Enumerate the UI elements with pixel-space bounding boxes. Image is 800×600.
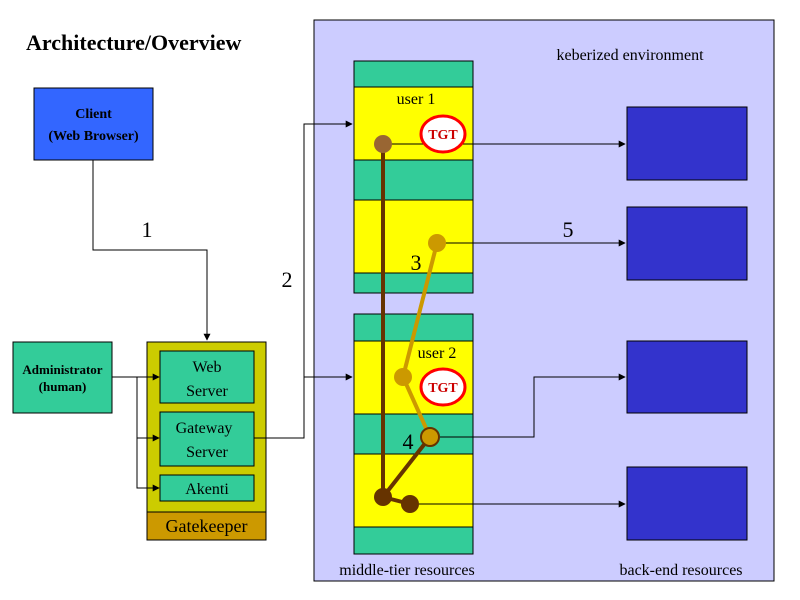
administrator-label: Administrator bbox=[22, 362, 102, 377]
arrow-client-to-gatekeeper bbox=[92, 160, 211, 341]
environment-label: keberized environment bbox=[556, 47, 704, 64]
client-sublabel: (Web Browser) bbox=[48, 129, 139, 144]
backend-resource-2 bbox=[626, 206, 748, 281]
user1-top-band bbox=[353, 60, 474, 88]
user1-label: user 1 bbox=[397, 91, 436, 108]
arrow-user2-to-backend-3 bbox=[430, 373, 626, 438]
gateway-server-sublabel: Server bbox=[186, 444, 228, 461]
gatekeeper-label: Gatekeeper bbox=[166, 516, 248, 536]
process-node-user1 bbox=[374, 135, 392, 153]
tgt-badge-user1 bbox=[419, 114, 467, 154]
step-label-2: 2 bbox=[282, 267, 293, 292]
process-node-3 bbox=[428, 234, 446, 252]
client-label: Client bbox=[75, 107, 112, 122]
process-node-user2 bbox=[394, 368, 412, 386]
back-end-label: back-end resources bbox=[619, 562, 742, 579]
client-box bbox=[33, 87, 154, 161]
web-server-sublabel: Server bbox=[186, 383, 228, 400]
administrator-sublabel: (human) bbox=[39, 379, 87, 394]
backend-resource-3 bbox=[626, 340, 748, 414]
delegation-line-3b bbox=[401, 376, 432, 438]
tgt-badge-user2 bbox=[419, 367, 467, 407]
akenti-box bbox=[159, 474, 255, 502]
backend-resource-4 bbox=[626, 466, 748, 541]
arrow-admin-to-akenti bbox=[136, 438, 160, 492]
page-title: Architecture/Overview bbox=[26, 30, 242, 55]
process-node-bottom-left bbox=[374, 488, 392, 506]
gateway-server-box bbox=[159, 411, 255, 467]
middle-tier-label: middle-tier resources bbox=[339, 562, 475, 579]
arrow-gateway-to-user1 bbox=[254, 120, 353, 439]
step-label-3: 3 bbox=[411, 250, 422, 275]
web-server-box bbox=[159, 350, 255, 404]
step-label-5: 5 bbox=[563, 217, 574, 242]
backend-resource-1 bbox=[626, 106, 748, 181]
user2-bottom-band bbox=[353, 526, 474, 555]
akenti-label: Akenti bbox=[185, 481, 229, 498]
process-node-bottom-right bbox=[401, 495, 419, 513]
step-label-1: 1 bbox=[142, 217, 153, 242]
delegation-line-4 bbox=[381, 435, 432, 499]
gatekeeper-label-bar bbox=[146, 511, 267, 541]
user1-mid-band bbox=[353, 159, 474, 201]
process-node-4 bbox=[420, 427, 440, 447]
web-server-label: Web bbox=[193, 359, 222, 376]
step-label-4: 4 bbox=[403, 429, 414, 454]
user1-bottom-band bbox=[353, 272, 474, 294]
tgt-label-user1: TGT bbox=[428, 128, 458, 143]
delegation-line-3 bbox=[401, 242, 439, 378]
tgt-label-user2: TGT bbox=[428, 381, 458, 396]
user2-mid-band bbox=[353, 413, 474, 455]
gateway-server-label: Gateway bbox=[176, 420, 233, 437]
user2-label: user 2 bbox=[418, 345, 457, 362]
administrator-box bbox=[12, 341, 113, 414]
